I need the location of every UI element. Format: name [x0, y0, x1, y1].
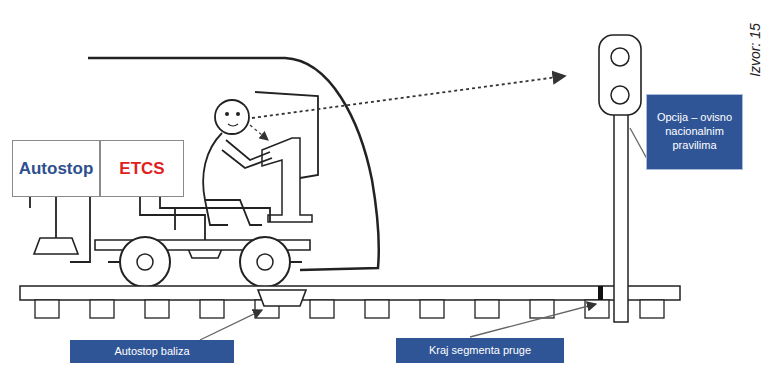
- sleepers: [35, 300, 664, 318]
- node-text: Autostop baliza: [114, 345, 189, 359]
- driver-body: [203, 133, 272, 225]
- node-text: Opcija – ovisno nacionalnim pravilima: [652, 111, 737, 152]
- rail: [20, 286, 680, 300]
- sight-line: [252, 76, 565, 118]
- node-text: ETCS: [119, 158, 164, 179]
- system-box: ETCS: [100, 140, 184, 197]
- source-note: Izvor: 15: [747, 23, 763, 77]
- segment-end-marker: [598, 286, 603, 300]
- leader-line: [470, 304, 596, 337]
- balise: [258, 290, 306, 306]
- node-text: Autostop: [19, 158, 94, 179]
- label-box: Autostop baliza: [70, 340, 234, 363]
- driver-head: [215, 100, 249, 134]
- system-box: Autostop: [12, 140, 100, 197]
- wheel: [240, 237, 290, 287]
- wheel: [120, 237, 170, 287]
- label-box: Kraj segmenta pruge: [396, 338, 564, 363]
- autostop-antenna: [34, 238, 78, 254]
- note-box: Opcija – ovisno nacionalnim pravilima: [646, 94, 743, 170]
- node-text: Kraj segmenta pruge: [429, 344, 531, 358]
- train-body: [88, 58, 379, 270]
- signal-pole: [614, 112, 628, 322]
- signal-head: [599, 35, 641, 115]
- leader-line: [200, 310, 262, 340]
